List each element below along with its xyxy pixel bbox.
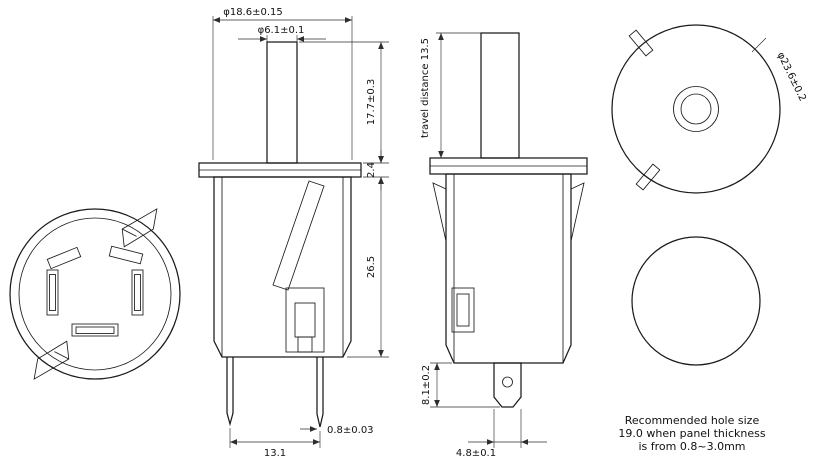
note-line-1: Recommended hole size (625, 414, 760, 427)
dim-terminal-width: 4.8±0.1 (456, 409, 547, 459)
dim-plunger-height: 17.7±0.3 (299, 41, 389, 164)
dim-pin-spacing-label: 13.1 (264, 448, 286, 459)
snap-tab-bottom-left (33, 340, 70, 380)
flange-front (198, 162, 362, 178)
dim-body-diameter: φ18.6±0.15 (212, 7, 353, 160)
terminal-slot-left (46, 269, 59, 316)
dim-outer-diameter: φ23.6±0.2 (751, 37, 808, 104)
note: Recommended hole size 19.0 when panel th… (618, 414, 765, 453)
dim-terminal-length: 8.1±0.2 (421, 362, 500, 408)
terminal-hole (502, 376, 513, 388)
dim-terminal-length-label: 8.1±0.2 (421, 365, 432, 405)
dim-terminal-width-label: 4.8±0.1 (456, 448, 496, 459)
snap-clip-left (432, 182, 447, 242)
bottom-view (9, 208, 181, 380)
dim-pin-spacing: 13.1 (229, 428, 321, 459)
dim-travel: travel distance 13.5 (420, 32, 481, 158)
plunger-top-inner (680, 93, 712, 125)
dim-travel-label: travel distance 13.5 (420, 38, 431, 138)
bottom-view-outer-circle (9, 208, 181, 380)
dim-plunger-diameter-label: φ6.1±0.1 (258, 25, 305, 36)
leader-line (751, 37, 767, 53)
snap-clip-right (570, 182, 585, 242)
side-view: travel distance 13.5 8.1±0.2 4.8±0.1 (420, 32, 588, 459)
dim-plunger-diameter: φ6.1±0.1 (238, 25, 326, 42)
latch-detail-side (451, 287, 475, 333)
pin-right (316, 357, 324, 428)
snap-tab-top-right (121, 208, 158, 248)
note-line-3: is from 0.8~3.0mm (638, 440, 745, 453)
top-tab-upper (628, 29, 654, 57)
spring-contact (272, 180, 325, 291)
terminal-slot-bottom (71, 323, 119, 337)
top-tab-lower (635, 163, 661, 191)
panel-hole-view (631, 236, 761, 366)
dim-body-height-label: 26.5 (366, 256, 377, 278)
dim-outer-diameter-label: φ23.6±0.2 (775, 51, 808, 104)
dim-pin-thickness-label: 0.8±0.03 (327, 425, 374, 436)
dim-body-diameter-label: φ18.6±0.15 (223, 7, 283, 18)
latch-housing (285, 287, 325, 353)
body-side (445, 173, 572, 364)
dim-plunger-height-label: 17.7±0.3 (366, 79, 377, 126)
terminal-slot-right (131, 269, 144, 316)
plunger-front (266, 41, 298, 164)
top-view: φ23.6±0.2 (611, 24, 808, 194)
dim-body-height: 26.5 (347, 177, 389, 358)
flange-side (429, 157, 588, 175)
dim-pin-thickness: 0.8±0.03 (300, 425, 374, 436)
terminal-slot-upper-left (46, 246, 82, 270)
dim-flange-thickness-label: 2.4 (366, 162, 377, 178)
pin-left (226, 357, 234, 427)
terminal-slot-upper-right (108, 245, 144, 265)
front-view: φ18.6±0.15 φ6.1±0.1 17.7±0.3 2.4 (198, 7, 389, 459)
body-front (213, 176, 352, 358)
top-view-outer-circle (611, 24, 781, 194)
plunger-top-outer (673, 86, 719, 132)
dim-flange-thickness: 2.4 (363, 150, 389, 190)
plunger-side (480, 32, 520, 159)
note-line-2: 19.0 when panel thickness (618, 427, 765, 440)
bottom-view-inner-circle (18, 217, 172, 371)
panel-hole-circle (631, 236, 761, 366)
terminal-blade (493, 362, 522, 408)
